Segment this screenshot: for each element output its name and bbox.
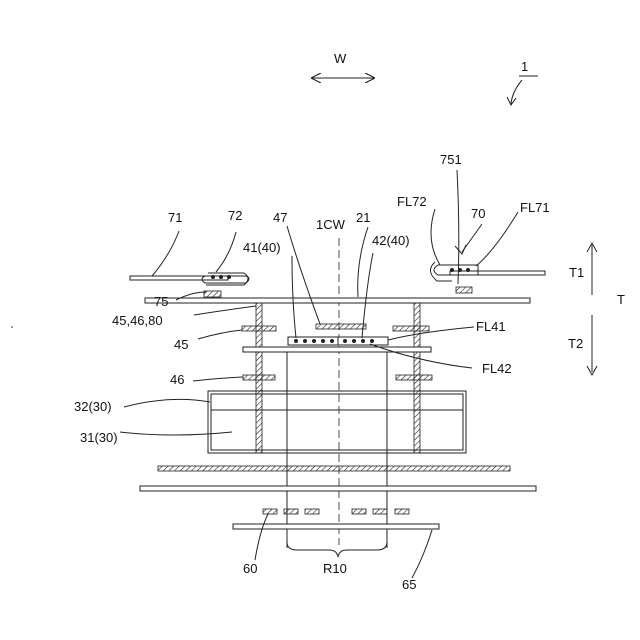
label-31-30: 31(30) <box>80 430 118 445</box>
label-42-40: 42(40) <box>372 233 410 248</box>
label-75: 75 <box>154 294 168 309</box>
flex-member-71 <box>130 273 249 285</box>
part-47 <box>316 324 366 329</box>
part-60-segments <box>263 509 409 514</box>
label-32-30: 32(30) <box>74 399 112 414</box>
chip-package-40 <box>288 337 388 345</box>
part-45-right <box>393 326 429 331</box>
label-w: W <box>334 51 347 66</box>
label-46: 46 <box>170 372 184 387</box>
label-751: 751 <box>440 152 462 167</box>
part-751-pad <box>456 287 472 293</box>
r10-brace <box>287 542 387 557</box>
label-45: 45 <box>174 337 188 352</box>
part-46-right <box>396 375 432 380</box>
plate-middle <box>243 347 431 352</box>
pointer-device-1 <box>511 80 522 104</box>
part-75-pad <box>204 291 221 297</box>
label-t: T <box>617 292 625 307</box>
part-45-left <box>242 326 276 331</box>
label-t2: T2 <box>568 336 583 351</box>
label-1cw: 1CW <box>316 217 346 232</box>
label-fl71: FL71 <box>520 200 550 215</box>
label-fl41: FL41 <box>476 319 506 334</box>
plate-hatched-lower <box>158 466 510 471</box>
label-65: 65 <box>402 577 416 592</box>
plate-21 <box>145 298 530 303</box>
label-70: 70 <box>471 206 485 221</box>
label-45-46-80: 45,46,80 <box>112 313 163 328</box>
label-47: 47 <box>273 210 287 225</box>
label-60: 60 <box>243 561 257 576</box>
part-46-left <box>243 375 275 380</box>
label-device-1: 1 <box>521 59 528 74</box>
label-t1: T1 <box>569 265 584 280</box>
label-21: 21 <box>356 210 370 225</box>
housing-30 <box>208 391 466 453</box>
label-fl42: FL42 <box>482 361 512 376</box>
flex-member-70 <box>430 262 545 281</box>
label-fl72: FL72 <box>397 194 427 209</box>
label-r10: R10 <box>323 561 347 576</box>
label-72: 72 <box>228 208 242 223</box>
label-41-40: 41(40) <box>243 240 281 255</box>
plate-lower <box>140 486 536 491</box>
label-71: 71 <box>168 210 182 225</box>
